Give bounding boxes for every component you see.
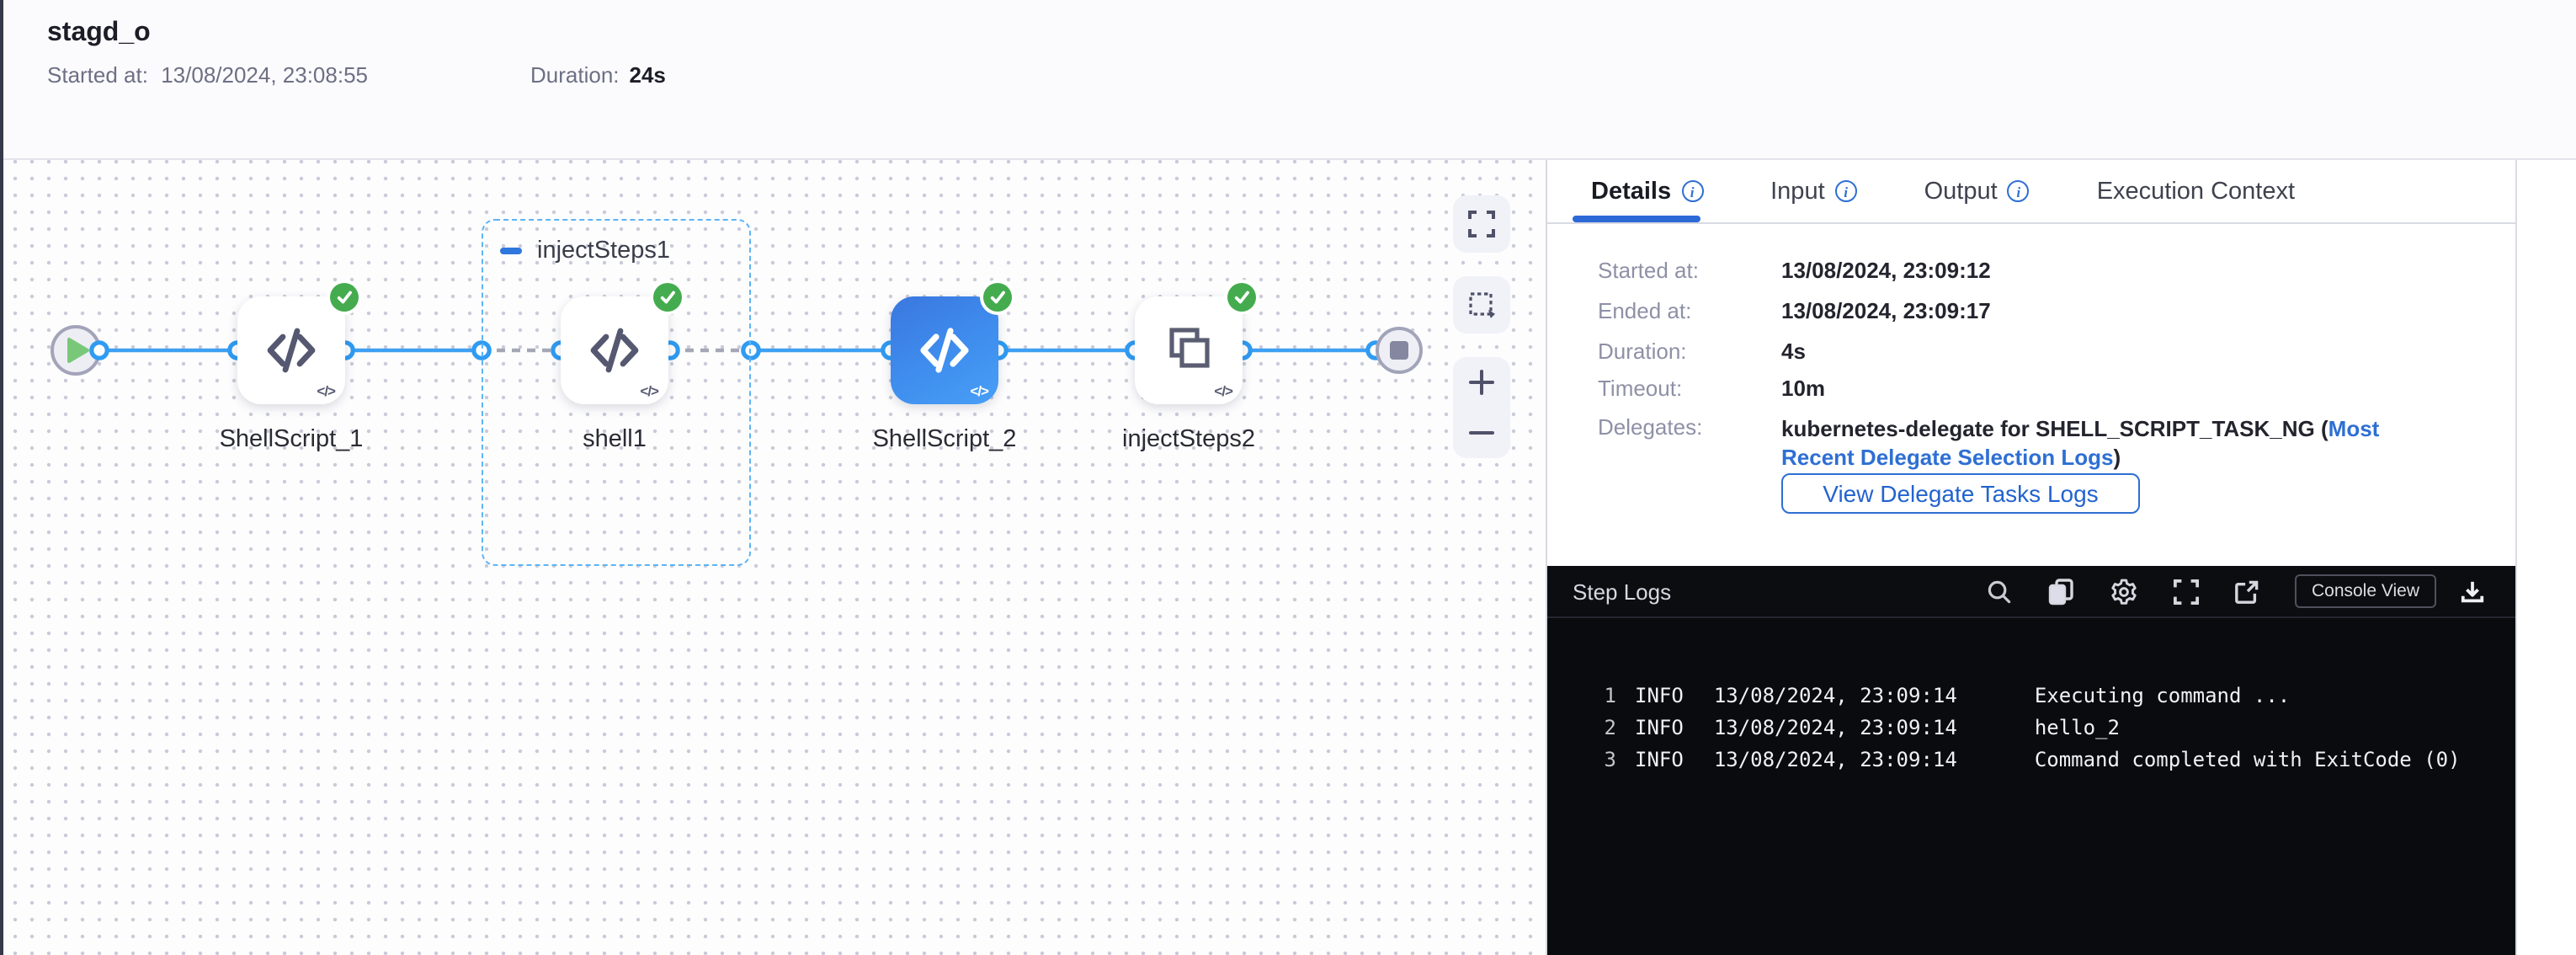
collapse-group-icon[interactable] bbox=[500, 248, 522, 254]
stage-title: stagd_o bbox=[47, 19, 151, 47]
zoom-in-icon[interactable] bbox=[1468, 369, 1495, 396]
step-logs-title: Step Logs bbox=[1573, 579, 1672, 604]
detail-row-ended: Ended at: 13/08/2024, 23:09:17 bbox=[1598, 298, 1991, 323]
success-check-icon bbox=[653, 283, 682, 312]
stop-icon bbox=[1390, 341, 1408, 360]
code-icon bbox=[920, 328, 969, 373]
log-search-icon[interactable] bbox=[1987, 579, 2012, 604]
detail-row-delegates: Delegates: bbox=[1598, 414, 1703, 440]
stage-header: stagd_o Started at: 13/08/2024, 23:08:55… bbox=[0, 0, 2576, 160]
step-logs-console: Step Logs bbox=[1547, 566, 2517, 955]
log-open-in-new-icon[interactable] bbox=[2234, 579, 2259, 604]
canvas-fullscreen-button[interactable] bbox=[1453, 195, 1510, 253]
view-delegate-tasks-logs-button[interactable]: View Delegate Tasks Logs bbox=[1781, 473, 2140, 514]
stage-duration: Duration:24s bbox=[530, 62, 666, 88]
success-check-icon bbox=[1227, 283, 1256, 312]
left-nav-edge bbox=[0, 0, 3, 955]
steps-group-icon bbox=[1169, 328, 1210, 368]
node-label: ShellScript_2 bbox=[872, 426, 1017, 453]
shell-script-type-icon: </> bbox=[317, 382, 336, 399]
node-label: ShellScript_1 bbox=[219, 426, 364, 453]
success-check-icon bbox=[330, 283, 359, 312]
step-group-injectSteps1[interactable]: injectSteps1 bbox=[482, 219, 751, 566]
console-view-button[interactable]: Console View bbox=[2294, 574, 2436, 608]
code-icon bbox=[267, 328, 316, 373]
log-expand-icon[interactable] bbox=[2173, 579, 2199, 604]
log-settings-icon[interactable] bbox=[2110, 577, 2138, 606]
canvas-zoom-controls bbox=[1453, 357, 1510, 458]
end-node[interactable] bbox=[1376, 327, 1423, 374]
shell-script-type-icon: </> bbox=[640, 382, 659, 399]
tab-execution-context[interactable]: Execution Context bbox=[2096, 178, 2296, 205]
shell-script-type-icon: </> bbox=[1214, 382, 1233, 399]
info-icon[interactable]: i bbox=[1681, 180, 1704, 202]
active-tab-underline bbox=[1573, 216, 1700, 222]
step-logs-toolbar: Step Logs bbox=[1547, 566, 2517, 618]
zoom-out-icon[interactable] bbox=[1468, 419, 1495, 446]
code-icon bbox=[590, 328, 639, 373]
info-icon[interactable]: i bbox=[1834, 180, 1857, 202]
detail-row-duration: Duration: 4s bbox=[1598, 339, 1806, 364]
stage-started-at: Started at: 13/08/2024, 23:08:55 bbox=[47, 62, 368, 88]
shell-script-type-icon: </> bbox=[970, 382, 989, 399]
log-download-icon[interactable] bbox=[2460, 579, 2485, 604]
info-icon[interactable]: i bbox=[2007, 180, 2030, 202]
pipeline-wires bbox=[51, 325, 1386, 376]
node-shellscript-1[interactable]: </> bbox=[237, 283, 359, 404]
detail-row-started: Started at: 13/08/2024, 23:09:12 bbox=[1598, 258, 1991, 283]
node-injectsteps2[interactable]: </> bbox=[1135, 283, 1256, 404]
panel-scrollbar-gutter[interactable] bbox=[2515, 160, 2576, 955]
marquee-select-icon bbox=[1468, 291, 1494, 317]
delegate-selection-logs-link[interactable]: Most Recent Delegate Selection Logs bbox=[1781, 416, 2380, 471]
pipeline-canvas[interactable]: injectSteps1 </> ShellScript_1 </> bbox=[0, 160, 1546, 955]
success-check-icon bbox=[983, 283, 1012, 312]
detail-row-timeout: Timeout: 10m bbox=[1598, 376, 1826, 401]
fullscreen-icon bbox=[1468, 211, 1495, 237]
node-shellscript-2-selected[interactable]: </> bbox=[891, 283, 1012, 404]
step-group-label: injectSteps1 bbox=[537, 237, 670, 264]
step-group-header[interactable]: injectSteps1 bbox=[500, 237, 670, 264]
play-icon bbox=[67, 338, 89, 363]
log-copy-icon[interactable] bbox=[2047, 577, 2074, 606]
node-label: injectSteps2 bbox=[1122, 426, 1255, 453]
canvas-marquee-select-button[interactable] bbox=[1453, 276, 1510, 333]
node-shell1[interactable]: </> bbox=[561, 283, 682, 404]
delegates-value: kubernetes-delegate for SHELL_SCRIPT_TAS… bbox=[1781, 416, 2380, 471]
node-label: shell1 bbox=[583, 426, 647, 453]
